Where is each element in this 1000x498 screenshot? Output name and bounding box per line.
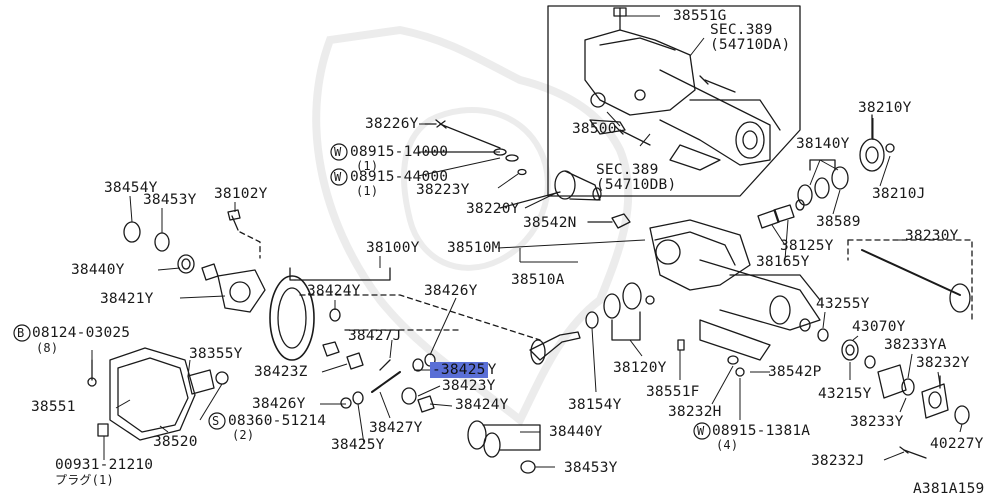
drive-pinion — [529, 331, 581, 361]
part-label-43070Y[interactable]: 43070Y — [852, 319, 906, 335]
circled-b: B — [17, 326, 25, 340]
inset-crossmember — [659, 69, 771, 166]
part-label-38223Y[interactable]: 38223Y — [416, 182, 470, 198]
s-circle — [208, 412, 226, 430]
circled-s: S — [212, 414, 220, 428]
part-label-38125Y[interactable]: 38125Y — [780, 238, 834, 254]
part-label-38423Z[interactable]: 38423Z — [254, 364, 308, 380]
part-label-38542N[interactable]: 38542N — [523, 215, 577, 231]
circled-w-3: W — [697, 424, 705, 438]
part-label-38425Y-bot[interactable]: 38425Y — [331, 437, 385, 453]
qty-08915-14000: (1) — [356, 159, 379, 173]
main-carrier — [649, 219, 751, 291]
main-crossmember — [699, 259, 821, 331]
part-label-38421Y[interactable]: 38421Y — [100, 291, 154, 307]
w-circle-1 — [330, 143, 348, 161]
inset-carrier — [584, 29, 696, 116]
part-label-38154Y[interactable]: 38154Y — [568, 397, 622, 413]
w-circle-3 — [693, 422, 711, 440]
part-label-38427Y[interactable]: 38427Y — [369, 420, 423, 436]
part-label-38120Y[interactable]: 38120Y — [613, 360, 667, 376]
qty-08124-03025: (8) — [36, 341, 59, 355]
part-label-08915-1381A[interactable]: 08915-1381A — [712, 423, 811, 439]
part-label-38232Y[interactable]: 38232Y — [916, 355, 970, 371]
part-label-38230Y[interactable]: 38230Y — [905, 228, 959, 244]
rear-cover — [109, 347, 196, 441]
part-label-38232H[interactable]: 38232H — [668, 404, 722, 420]
part-label-38426Y-bot[interactable]: 38426Y — [252, 396, 306, 412]
part-label-38500[interactable]: 38500 — [572, 121, 617, 137]
part-label-38551G[interactable]: 38551G — [673, 8, 727, 24]
part-label-38510M[interactable]: 38510M — [447, 240, 501, 256]
part-label-38165Y[interactable]: 38165Y — [756, 254, 810, 270]
part-label-38226Y[interactable]: 38226Y — [365, 116, 419, 132]
nut-38542N — [611, 213, 631, 229]
figure-code: A381A159 — [913, 481, 985, 497]
part-label-38210Y[interactable]: 38210Y — [858, 100, 912, 116]
part-label-38453Y-top[interactable]: 38453Y — [143, 192, 197, 208]
part-label-38551F[interactable]: 38551F — [646, 384, 700, 400]
part-label-38100Y[interactable]: 38100Y — [366, 240, 420, 256]
part-label-38542P[interactable]: 38542P — [768, 364, 822, 380]
part-label-38520[interactable]: 38520 — [153, 434, 198, 450]
part-label-sec389-a[interactable]: SEC.389 — [710, 22, 773, 38]
inset-box — [547, 5, 801, 197]
part-label-sec389-a-sub: (54710DA) — [710, 37, 791, 53]
part-label-38426Y-top[interactable]: 38426Y — [424, 283, 478, 299]
part-label-38355Y[interactable]: 38355Y — [189, 346, 243, 362]
highlighted-part-number[interactable]: -38425 — [430, 362, 488, 378]
plug-note: プラグ(1) — [55, 473, 114, 487]
part-label-38453Y-bot[interactable]: 38453Y — [564, 460, 618, 476]
part-label-43255Y[interactable]: 43255Y — [816, 296, 870, 312]
b-circle — [13, 324, 31, 342]
diff-case — [217, 269, 266, 313]
part-label-38210J[interactable]: 38210J — [872, 186, 926, 202]
part-label-38424Y-top[interactable]: 38424Y — [307, 283, 361, 299]
part-label-38589[interactable]: 38589 — [816, 214, 861, 230]
part-label-08915-44000[interactable]: 08915-44000 — [350, 169, 449, 185]
part-label-38510A[interactable]: 38510A — [511, 272, 565, 288]
part-label-08360-51214[interactable]: 08360-51214 — [228, 413, 327, 429]
part-label-38102Y[interactable]: 38102Y — [214, 186, 268, 202]
part-label-38427J[interactable]: 38427J — [348, 328, 402, 344]
part-label-sec389-b[interactable]: SEC.389 — [596, 162, 659, 178]
part-label-38140Y[interactable]: 38140Y — [796, 136, 850, 152]
qty-08360-51214: (2) — [232, 428, 255, 442]
part-label-08124-03025[interactable]: 08124-03025 — [32, 325, 131, 341]
part-label-38454Y[interactable]: 38454Y — [104, 180, 158, 196]
inset-flange — [735, 121, 765, 159]
part-label-38551[interactable]: 38551 — [31, 399, 76, 415]
part-label-38424Y-bot[interactable]: 38424Y — [455, 397, 509, 413]
part-label-38233YA[interactable]: 38233YA — [884, 337, 947, 353]
part-label-38233Y[interactable]: 38233Y — [850, 414, 904, 430]
part-label-08915-14000[interactable]: 08915-14000 — [350, 144, 449, 160]
part-label-38440Y-left[interactable]: 38440Y — [71, 262, 125, 278]
part-label-00931-21210[interactable]: 00931-21210 — [55, 457, 154, 473]
part-label-38440Y-bot[interactable]: 38440Y — [549, 424, 603, 440]
part-label-38232J[interactable]: 38232J — [811, 453, 865, 469]
circled-w-2: W — [334, 170, 342, 184]
part-label-38220Y[interactable]: 38220Y — [466, 201, 520, 217]
part-label-40227Y[interactable]: 40227Y — [930, 436, 984, 452]
ring-gear — [269, 275, 315, 361]
qty-08915-1381A: (4) — [716, 438, 739, 452]
part-label-43215Y[interactable]: 43215Y — [818, 386, 872, 402]
part-label-sec389-b-sub: (54710DB) — [596, 177, 677, 193]
circled-w-1: W — [334, 145, 342, 159]
part-label-38423Y[interactable]: 38423Y — [442, 378, 496, 394]
qty-08915-44000: (1) — [356, 184, 379, 198]
w-circle-2 — [330, 168, 348, 186]
